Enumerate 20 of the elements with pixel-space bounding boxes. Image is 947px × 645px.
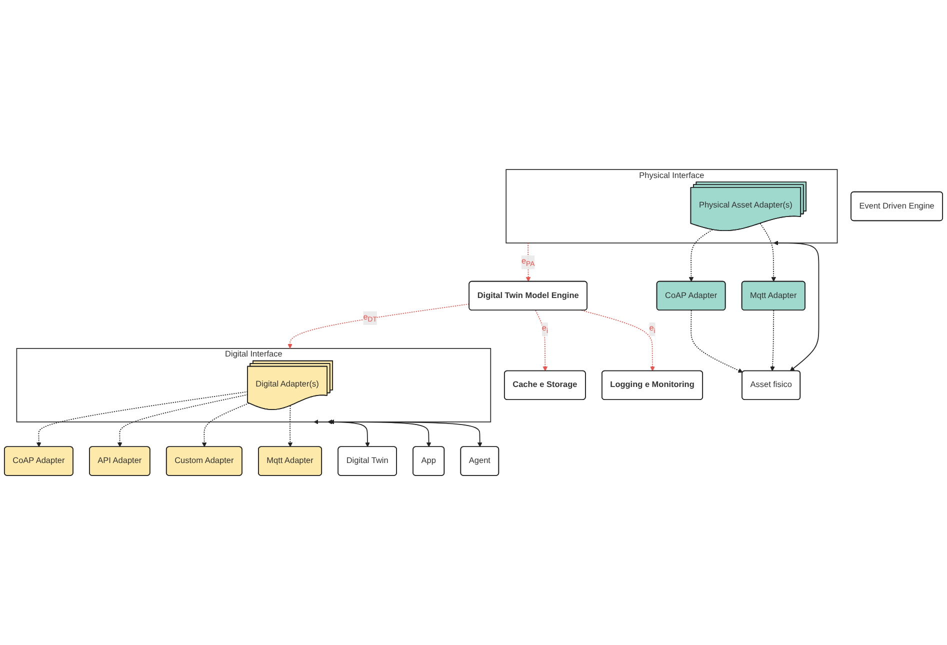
arrow [329,420,482,448]
arrow [581,310,655,372]
edge-label: e$_{PA}$ [521,256,535,268]
arrow [526,242,531,282]
arrow [773,240,820,372]
edge-label: e$_{i}$ [649,324,656,335]
arrow [117,394,248,448]
arrow [327,420,432,448]
arrow [36,391,248,448]
edge-label: e$_{DT}$ [363,312,377,324]
arrow [770,310,775,372]
arrow [535,310,548,372]
edge-label: e$_{i}$ [542,324,548,335]
arrow [314,420,370,448]
arrow [690,310,743,373]
arrow [288,405,293,448]
arrow [760,223,776,282]
arrow [202,402,250,448]
arrow [688,229,713,282]
arrow [288,304,470,349]
